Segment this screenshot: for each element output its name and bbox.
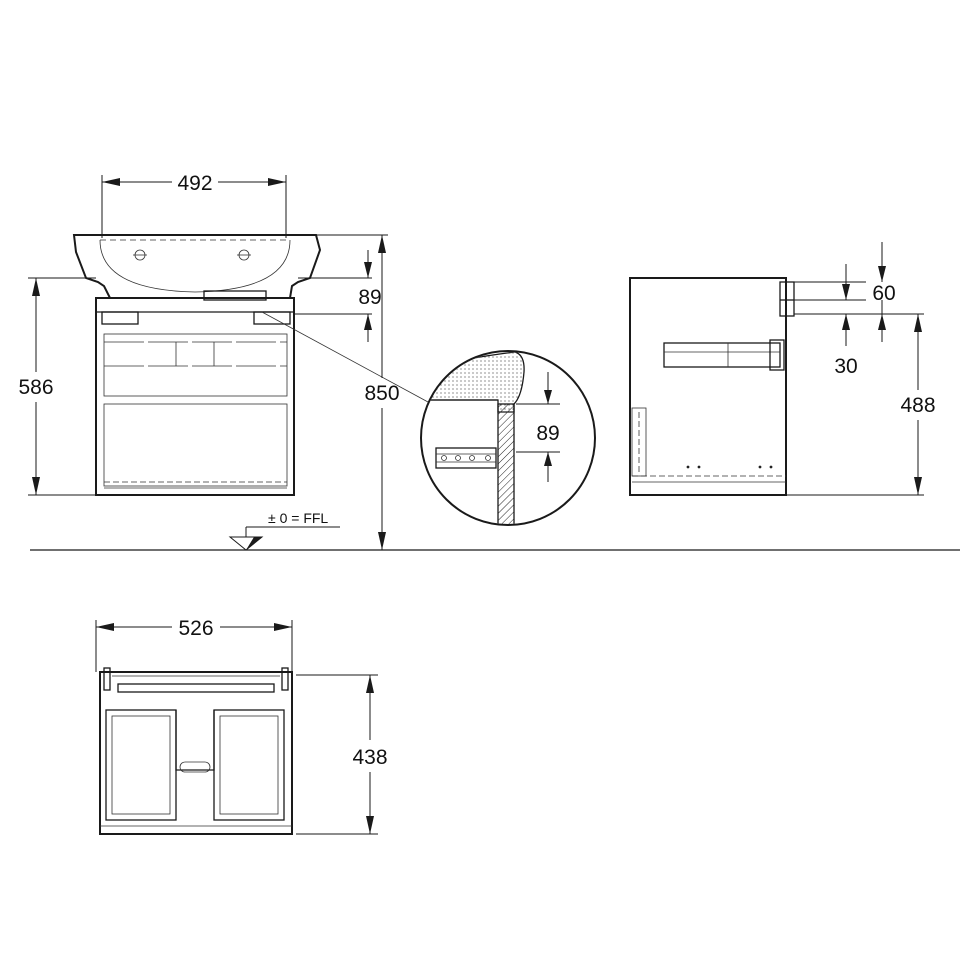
plan-drawer-right bbox=[213, 709, 285, 821]
dim-plan-width-label: 526 bbox=[178, 617, 213, 640]
detail-wall-panel bbox=[497, 403, 515, 524]
dim-total-height-label: 850 bbox=[364, 382, 399, 405]
front-view bbox=[72, 234, 429, 496]
detail-circle bbox=[420, 350, 596, 526]
dim-side-gap: 30 bbox=[794, 300, 924, 378]
detail-basin-section bbox=[422, 352, 525, 413]
dim-side-height: 488 bbox=[786, 314, 936, 496]
tap-hole-right bbox=[237, 249, 251, 261]
dim-cabinet-height: 586 bbox=[18, 277, 96, 496]
dim-plan-depth-label: 438 bbox=[352, 746, 387, 769]
tap-hole-left bbox=[133, 249, 147, 261]
ffl-marker: ± 0 = FFL bbox=[228, 510, 340, 551]
dim-basin-width: 492 bbox=[101, 172, 287, 238]
plan-cabinet bbox=[99, 671, 293, 835]
basin-outline bbox=[72, 234, 322, 299]
dim-side-gap-label: 30 bbox=[834, 355, 857, 378]
front-drawer-upper bbox=[103, 333, 288, 397]
overflow-plate bbox=[203, 290, 267, 301]
basin-bowl-curve bbox=[99, 239, 291, 293]
plan-view bbox=[99, 667, 293, 835]
dim-side-top-offset-label: 60 bbox=[872, 282, 895, 305]
dim-total-height: 850 bbox=[316, 234, 400, 550]
dim-detail-gap-label: 89 bbox=[536, 422, 559, 445]
ffl-label: ± 0 = FFL bbox=[268, 510, 328, 526]
side-basin-edge bbox=[779, 281, 795, 317]
plan-drawer-left bbox=[105, 709, 177, 821]
dim-side-top-offset: 60 bbox=[794, 242, 896, 305]
front-drawer-lower bbox=[103, 403, 288, 487]
front-bracket-left bbox=[101, 311, 139, 325]
plan-hinge-left bbox=[103, 667, 111, 691]
detail-bracket bbox=[435, 447, 497, 469]
plan-hinge-right bbox=[281, 667, 289, 691]
plan-rear-rail bbox=[117, 683, 275, 693]
dim-plan-depth: 438 bbox=[296, 674, 388, 835]
dim-side-height-label: 488 bbox=[900, 394, 935, 417]
plan-siphon-cutout bbox=[175, 710, 215, 771]
detail-view: 89 bbox=[420, 350, 596, 526]
dim-basin-width-label: 492 bbox=[177, 172, 212, 195]
side-drawer-rail bbox=[663, 339, 785, 371]
dim-gap-top: 89 bbox=[294, 250, 382, 342]
front-cabinet bbox=[95, 297, 295, 496]
front-bracket-right bbox=[253, 311, 291, 325]
side-cabinet bbox=[629, 277, 787, 496]
dim-cabinet-height-label: 586 bbox=[18, 376, 53, 399]
detail-leader bbox=[261, 311, 429, 403]
dim-plan-width: 526 bbox=[95, 617, 293, 672]
dim-gap-top-label: 89 bbox=[358, 286, 381, 309]
side-view bbox=[629, 277, 795, 496]
side-front-panel bbox=[631, 407, 647, 477]
